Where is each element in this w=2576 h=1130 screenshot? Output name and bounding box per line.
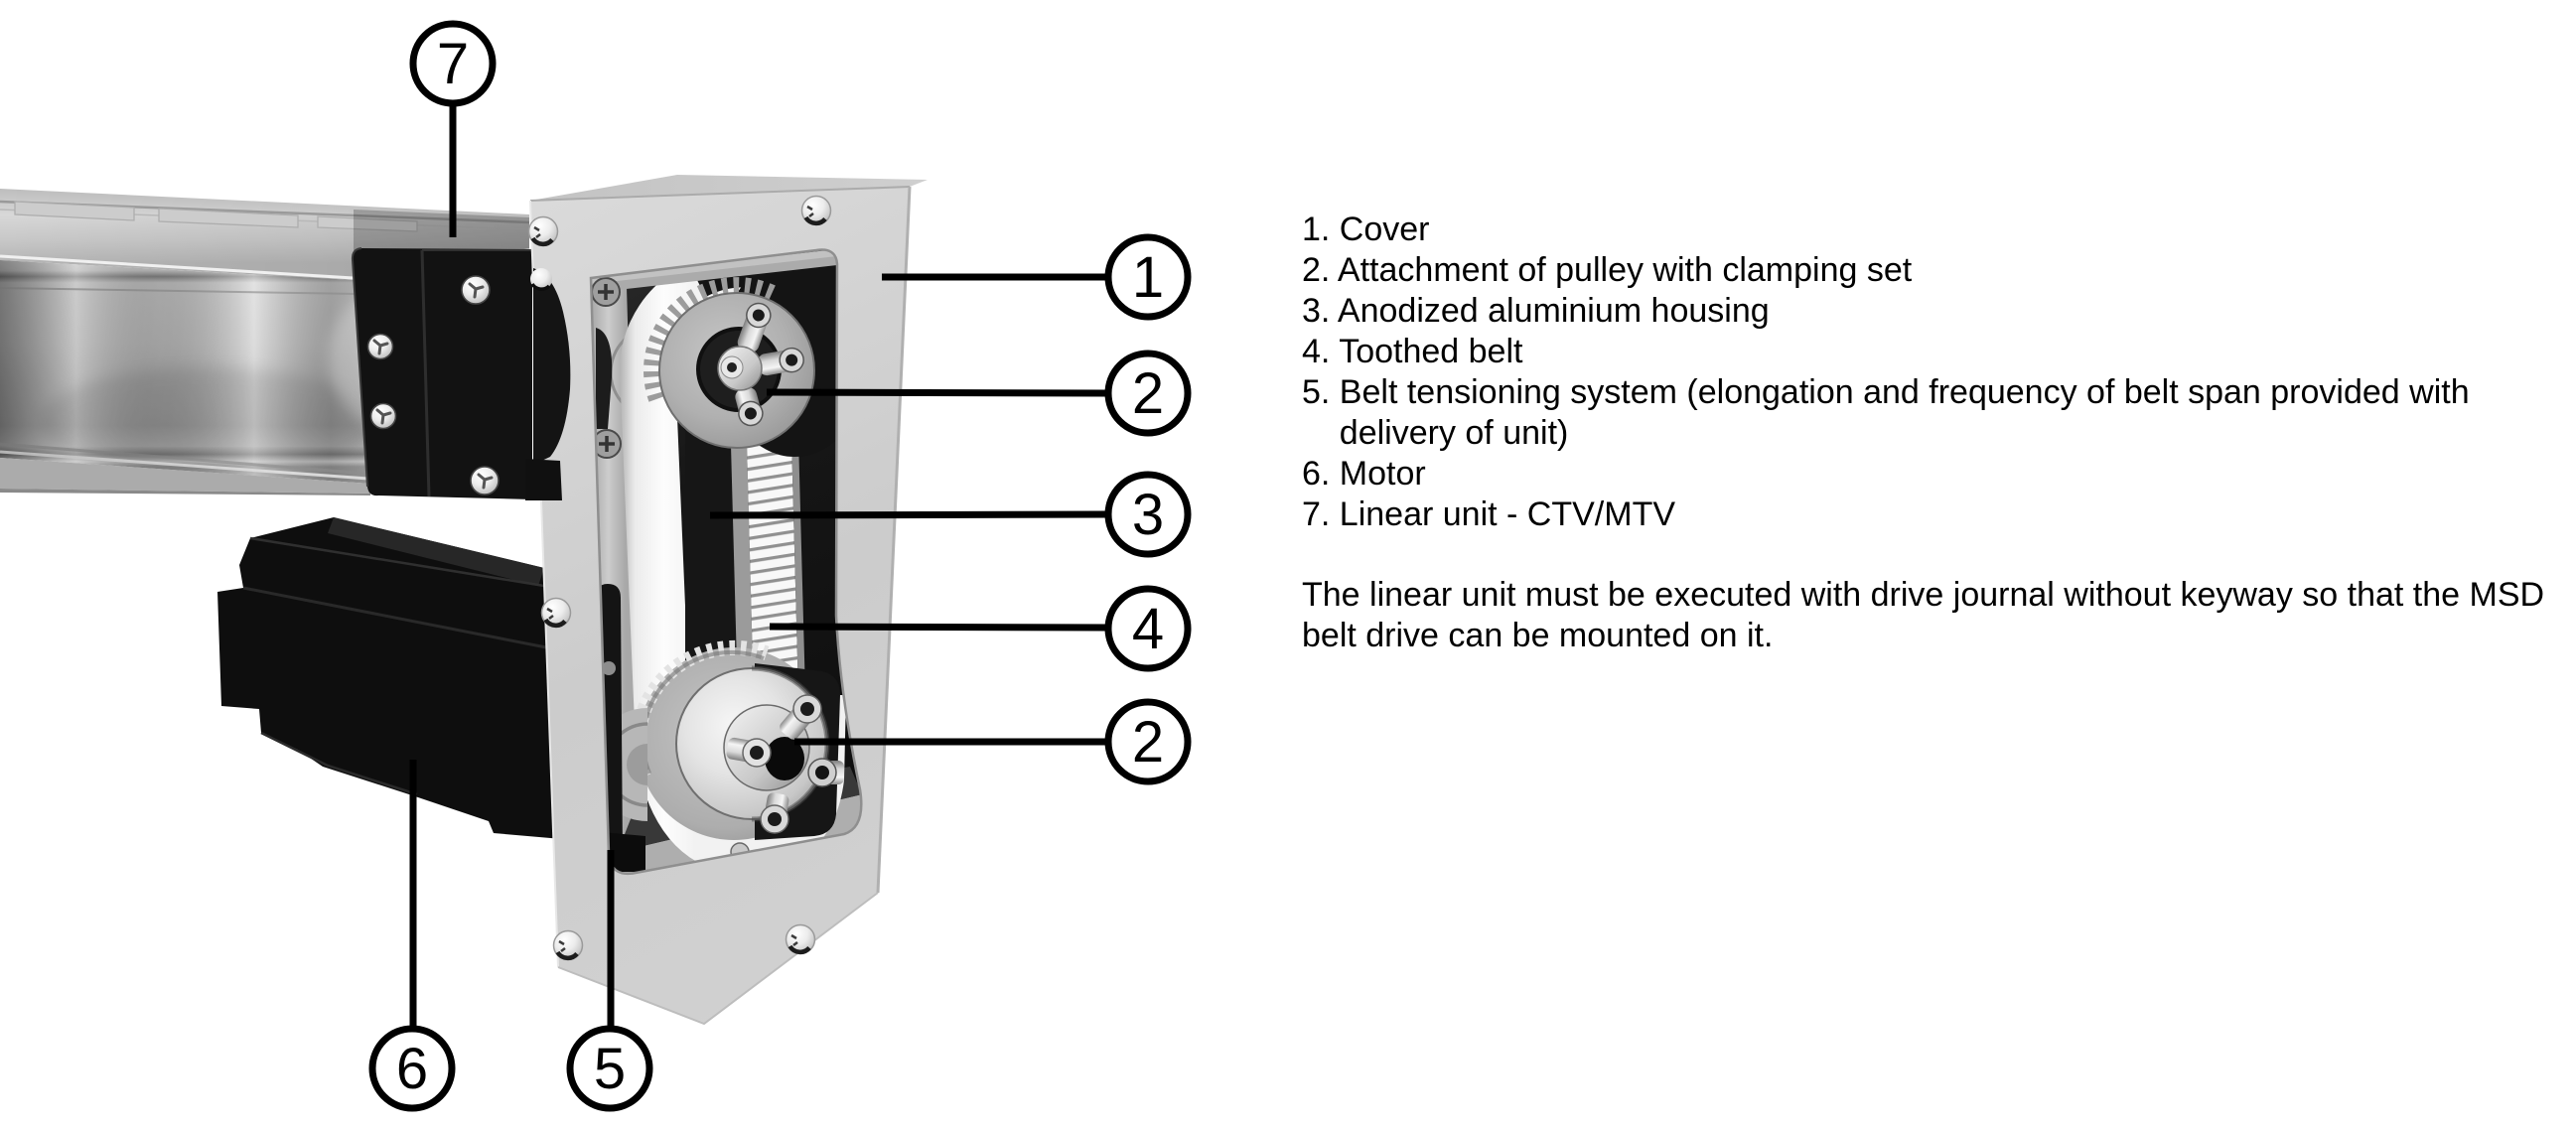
svg-text:2: 2: [1132, 361, 1164, 426]
svg-text:2: 2: [1132, 710, 1164, 775]
svg-text:7: 7: [437, 32, 469, 96]
svg-text:3: 3: [1132, 483, 1164, 547]
svg-text:6: 6: [396, 1037, 428, 1101]
svg-text:4: 4: [1132, 597, 1164, 661]
svg-text:1: 1: [1132, 245, 1164, 310]
svg-text:5: 5: [594, 1037, 626, 1101]
